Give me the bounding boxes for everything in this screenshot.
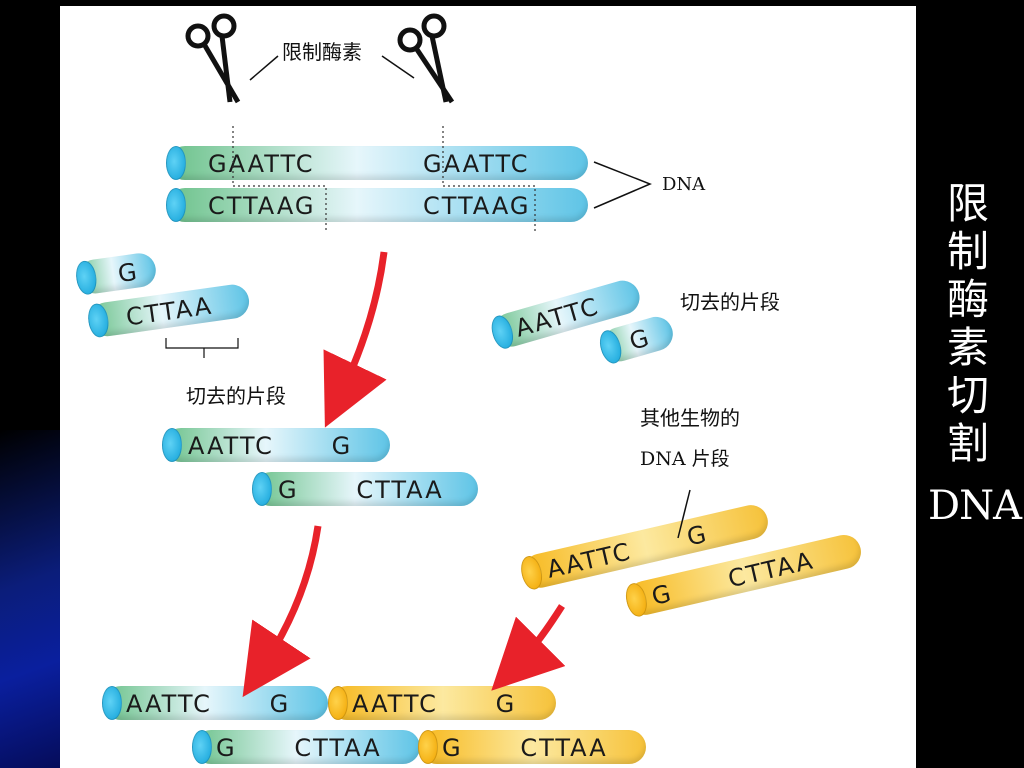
- dna-label: DNA: [662, 174, 706, 195]
- arrow-down-icon: [242, 525, 322, 698]
- dna-top-strand: GAATTC GAATTC: [166, 146, 588, 180]
- strand-end: [166, 146, 186, 180]
- strand-end: [252, 472, 272, 506]
- final-green-top-seq: AATTC G: [126, 690, 291, 718]
- strand-end: [162, 428, 182, 462]
- cut-fragment-label-right: 切去的片段: [680, 290, 780, 314]
- cut-lines: [232, 126, 536, 232]
- title-char: 制: [946, 227, 989, 276]
- final-yellow-top-seq: AATTC G: [352, 690, 517, 718]
- strand-end: [102, 686, 122, 720]
- final-green-bottom: G CTTAA: [192, 730, 420, 764]
- side-title: 限 制 酶 素 切 割 DNA: [928, 179, 1022, 530]
- mid-top-seq: AATTC G: [188, 432, 353, 460]
- strand-end: [418, 730, 438, 764]
- final-yellow-top: AATTC G: [328, 686, 556, 720]
- strand-end: [192, 730, 212, 764]
- title-char: 酶: [946, 275, 989, 324]
- dna-bracket: [593, 161, 652, 209]
- cut-fragment-label-left: 切去的片段: [186, 384, 286, 408]
- scissors-icon: [397, 13, 455, 104]
- pointer-line: [381, 55, 415, 79]
- title-char: 切: [946, 371, 989, 420]
- strand-end: [166, 188, 186, 222]
- top-seq-2: GAATTC: [423, 150, 530, 178]
- enzyme-label: 限制酶素: [282, 40, 362, 64]
- mid-bottom-strand: G CTTAA: [252, 472, 478, 506]
- bottom-seq-1: CTTAAG: [208, 192, 316, 220]
- dna-bottom-strand: CTTAAG CTTAAG: [166, 188, 588, 222]
- title-char: 素: [946, 323, 989, 372]
- bottom-seq-2: CTTAAG: [423, 192, 531, 220]
- title-dna: DNA: [928, 483, 1022, 529]
- strand-end: [328, 686, 348, 720]
- other-dna-label-line1: 其他生物的: [640, 406, 740, 430]
- title-char: 限: [946, 179, 989, 228]
- sticky-end-bracket: [165, 338, 239, 358]
- final-yellow-bottom-seq: G CTTAA: [442, 734, 608, 762]
- mid-bottom-seq: G CTTAA: [278, 476, 444, 504]
- top-seq-1: GAATTC: [208, 150, 315, 178]
- title-char: 割: [946, 419, 989, 468]
- final-yellow-bottom: G CTTAA: [418, 730, 646, 764]
- arrow-down-icon: [491, 604, 566, 691]
- pointer-line: [677, 489, 691, 539]
- pointer-line: [249, 55, 279, 81]
- scissors-icon: [185, 13, 241, 104]
- diagram-panel: [60, 6, 916, 768]
- final-green-bottom-seq: G CTTAA: [216, 734, 382, 762]
- other-dna-label-line2: DNA 片段: [640, 448, 730, 470]
- arrow-down-icon: [323, 251, 388, 428]
- background-gradient: [0, 430, 60, 768]
- mid-top-strand: AATTC G: [162, 428, 390, 462]
